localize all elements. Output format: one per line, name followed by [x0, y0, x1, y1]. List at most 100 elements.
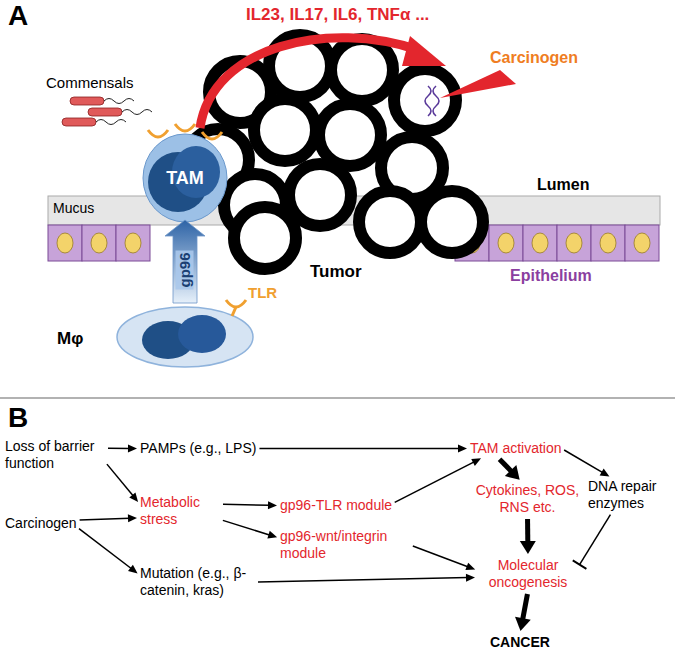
tumor-cell: [394, 69, 456, 131]
connector: [564, 450, 609, 476]
node-text: gp96-TLR module: [280, 497, 392, 514]
connector: [108, 444, 137, 452]
flow-text: Loss of barrier function: [5, 438, 105, 472]
arrowhead: [466, 574, 475, 582]
bacterium: [62, 118, 96, 126]
cell-nucleus: [566, 233, 582, 253]
node-text: PAMPs (e.g., LPS): [140, 440, 256, 457]
arrowhead: [128, 444, 137, 452]
edge-label: gp96: [176, 250, 194, 289]
connector: [80, 514, 137, 522]
arrowhead: [465, 563, 475, 570]
epithelial-cell: [48, 225, 82, 261]
dna-helix: [425, 86, 439, 116]
flow-text: Cytokines, ROS, RNS etc.: [470, 482, 585, 516]
flow-text: DNA repair enzymes: [588, 478, 668, 512]
arrowhead: [128, 514, 137, 522]
epithelial-cell: [557, 225, 591, 261]
connector-line: [80, 518, 130, 520]
connector: [165, 220, 205, 303]
panel-divider: [0, 397, 675, 399]
macrophage-node: Mφ: [117, 305, 253, 365]
tumor-cell: [254, 99, 316, 161]
flow-text: Mutation (e.g., β-catenin, kras): [140, 565, 255, 599]
connector: [79, 529, 138, 574]
arrowhead: [129, 492, 138, 501]
tam-cell-node: TAM: [147, 138, 223, 218]
tlr-receptor: [202, 132, 222, 139]
tam-cell: [143, 134, 227, 222]
cell-nucleus: [634, 233, 650, 253]
flow-text: gp96-wnt/integrin module: [280, 528, 410, 562]
bacterium: [70, 97, 104, 105]
connector-line: [259, 448, 459, 450]
node-text: Mφ: [57, 329, 83, 349]
arrowhead: [402, 36, 446, 66]
connector: [413, 546, 475, 570]
arrowhead: [458, 445, 467, 453]
connector: [223, 520, 277, 538]
flow-text: PAMPs (e.g., LPS): [140, 440, 256, 457]
epithelial-cell: [82, 225, 116, 261]
tumor-cell: [319, 104, 381, 166]
connector-line: [79, 529, 132, 569]
arrowhead: [600, 468, 610, 476]
flow-text: CANCER: [490, 634, 550, 651]
node-text: Molecular oncogenesis: [478, 557, 578, 591]
flagellum: [104, 99, 134, 104]
connector: [395, 458, 481, 502]
node-text: TAM: [147, 138, 223, 189]
inhibition-bar: [573, 560, 587, 568]
flow-text: Molecular oncogenesis: [478, 557, 578, 591]
receptor-label: TLR: [248, 284, 277, 302]
arrowhead: [268, 501, 277, 509]
node-text: Cytokines, ROS, RNS etc.: [470, 482, 585, 516]
connector: [258, 574, 475, 582]
arrowhead: [515, 617, 531, 631]
connector-line: [107, 464, 134, 496]
node-text: Carcinogen: [5, 515, 77, 532]
connector: [223, 501, 277, 509]
tumor-label: Tumor: [310, 262, 362, 282]
node-text: DNA repair enzymes: [588, 478, 668, 512]
connector-line: [223, 504, 270, 505]
epithelial-cell: [489, 225, 523, 261]
flow-text: TAM activation: [470, 440, 562, 457]
epithelial-cell: [523, 225, 557, 261]
tumor-cell: [234, 207, 296, 269]
connector-line: [580, 515, 611, 565]
connector-line: [395, 462, 475, 503]
connector: [515, 594, 531, 631]
cell-nucleus: [532, 233, 548, 253]
panel-letter: A: [8, 0, 28, 32]
connector-line: [413, 546, 469, 567]
bacterium: [88, 108, 122, 116]
epithelial-cell: [116, 225, 150, 261]
block-arrow: [165, 220, 205, 303]
flagellum: [96, 120, 126, 125]
connector: [107, 464, 138, 502]
connector-line: [522, 594, 527, 621]
connector-line: [564, 450, 603, 473]
cytokine-label: IL23, IL17, IL6, TNFα ...: [246, 5, 429, 25]
tlr-receptor: [175, 124, 195, 131]
panel-letter: B: [8, 402, 28, 434]
flow-text: gp96-TLR module: [280, 497, 392, 514]
connector: [500, 459, 520, 480]
flow-text: Carcinogen: [5, 515, 77, 532]
arrowhead: [505, 465, 520, 480]
tlr-receptor: [226, 300, 246, 307]
macrophage-nucleus: [178, 315, 226, 353]
carcinogen-label: Carcinogen: [490, 48, 578, 67]
connector-line: [500, 459, 513, 472]
arrowhead: [128, 565, 138, 574]
connector-line: [223, 520, 270, 535]
macrophage-cell: [117, 307, 253, 367]
node-text: gp96-wnt/integrin module: [280, 528, 410, 562]
cell-nucleus: [125, 233, 141, 253]
cell-nucleus: [57, 233, 73, 253]
connector-line: [258, 578, 468, 582]
